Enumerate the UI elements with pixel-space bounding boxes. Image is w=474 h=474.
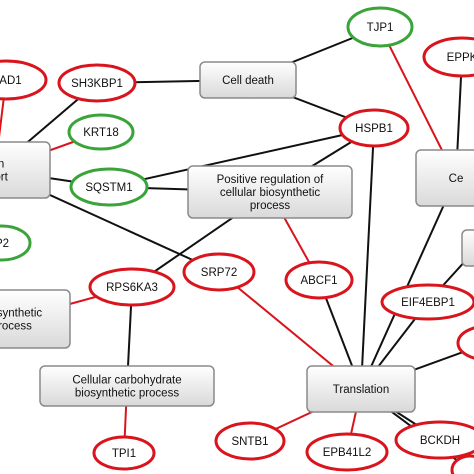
term-node[interactable] xyxy=(461,229,474,267)
gene-ellipse-up xyxy=(0,59,48,101)
gene-label: ABCF1 xyxy=(300,275,337,287)
term-node[interactable]: Cell death xyxy=(199,61,297,99)
gene-label: SH3KBP1 xyxy=(71,78,123,90)
gene-ellipse-down xyxy=(346,6,414,48)
gene-label: P2 xyxy=(0,238,9,250)
gene-ellipse-down xyxy=(69,167,149,207)
gene-ellipse-up xyxy=(284,260,354,300)
gene-label: HSPB1 xyxy=(355,123,393,135)
gene-node[interactable]: SNTB1 xyxy=(214,421,286,461)
gene-ellipse-up xyxy=(182,252,256,292)
gene-label: KRT18 xyxy=(83,127,119,139)
gene-label: EIF4EBP1 xyxy=(401,297,455,309)
term-label: Positive regulation of xyxy=(217,174,325,186)
gene-ellipse-up xyxy=(88,267,176,307)
gene-label: TPI1 xyxy=(112,448,136,460)
term-label: rocess xyxy=(0,321,32,333)
gene-label: SQSTM1 xyxy=(85,182,132,194)
term-label: sport xyxy=(0,172,9,184)
term-box xyxy=(39,365,215,407)
term-label: tein xyxy=(0,159,4,171)
gene-label: EPB41L2 xyxy=(323,447,372,459)
gene-ellipse-down xyxy=(0,224,32,262)
gene-node[interactable]: EIF4EBP1 xyxy=(380,283,474,321)
gene-node[interactable]: TPI1 xyxy=(92,435,156,471)
gene-ellipse-up xyxy=(338,108,410,148)
term-label: iosynthetic xyxy=(0,308,42,320)
gene-ellipse-up xyxy=(305,432,389,472)
term-label: Ce xyxy=(449,173,464,185)
gene-node[interactable] xyxy=(456,326,474,360)
gene-label: SRP72 xyxy=(201,267,237,279)
term-node[interactable]: iosyntheticrocess xyxy=(0,289,71,349)
gene-ellipse-down xyxy=(67,113,135,151)
term-box xyxy=(0,141,51,199)
gene-node[interactable]: TJP1 xyxy=(346,6,414,48)
gene-node[interactable]: SH3KBP1 xyxy=(57,63,137,103)
term-label: biosynthetic process xyxy=(75,388,179,400)
gene-node[interactable] xyxy=(450,454,474,474)
gene-ellipse-up xyxy=(380,283,474,321)
terms-layer: Cell deathteinsportPositive regulation o… xyxy=(0,61,474,413)
term-node[interactable]: teinsport xyxy=(0,141,51,199)
gene-node[interactable]: P2 xyxy=(0,224,32,262)
term-box xyxy=(415,149,474,207)
gene-ellipse-up xyxy=(57,63,137,103)
gene-node[interactable]: BCKDH xyxy=(394,420,474,460)
term-box xyxy=(0,289,71,349)
term-box xyxy=(187,165,353,219)
gene-label: OAD1 xyxy=(0,75,22,87)
gene-ellipse-up xyxy=(456,326,474,360)
term-label: process xyxy=(250,200,291,212)
gene-ellipse-up xyxy=(394,420,474,460)
gene-node[interactable]: EPPK xyxy=(422,36,474,78)
term-node[interactable]: Ce xyxy=(415,149,474,207)
gene-ellipse-up xyxy=(422,36,474,78)
term-node[interactable]: Translation xyxy=(306,365,416,413)
term-label: Cellular carbohydrate xyxy=(72,375,181,387)
term-box xyxy=(306,365,416,413)
edge-g_hspb1-t_translation xyxy=(360,127,375,390)
gene-node[interactable]: ABCF1 xyxy=(284,260,354,300)
gene-node[interactable]: SRP72 xyxy=(182,252,256,292)
edge-g_sqstm1-g_hspb1 xyxy=(108,127,375,188)
gene-label: RPS6KA3 xyxy=(106,282,158,294)
gene-ellipse-up xyxy=(92,435,156,471)
term-label: Translation xyxy=(333,384,389,396)
term-label: cellular biosynthetic xyxy=(220,187,321,199)
gene-node[interactable]: OAD1 xyxy=(0,59,48,101)
gene-label: TJP1 xyxy=(367,22,394,34)
gene-label: BCKDH xyxy=(420,435,460,447)
term-label: Cell death xyxy=(222,75,274,87)
gene-node[interactable]: RPS6KA3 xyxy=(88,267,176,307)
gene-node[interactable]: SQSTM1 xyxy=(69,167,149,207)
edge-t_translation-t_right_partial xyxy=(360,177,457,390)
gene-label: EPPK xyxy=(447,52,474,64)
term-box xyxy=(199,61,297,99)
gene-ellipse-up xyxy=(450,454,474,474)
gene-node[interactable]: EPB41L2 xyxy=(305,432,389,472)
gene-label: SNTB1 xyxy=(231,436,268,448)
gene-ellipse-up xyxy=(214,421,286,461)
term-box xyxy=(461,229,474,267)
gene-node[interactable]: HSPB1 xyxy=(338,108,410,148)
gene-node[interactable]: KRT18 xyxy=(67,113,135,151)
